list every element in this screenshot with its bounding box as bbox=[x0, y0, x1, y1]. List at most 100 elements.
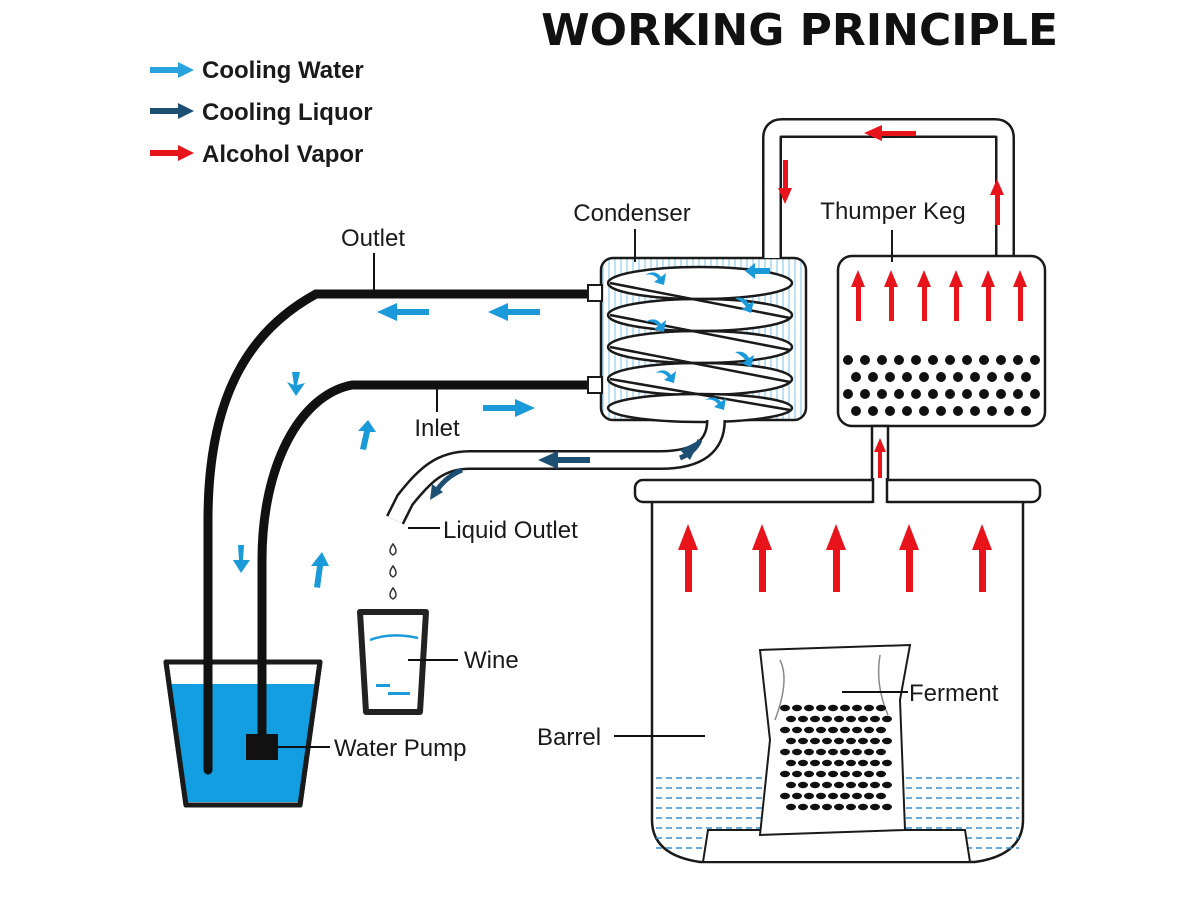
ferment-grain bbox=[858, 781, 868, 789]
ferment-label: Ferment bbox=[909, 680, 999, 707]
ferment-grain bbox=[876, 726, 886, 734]
keg-bead bbox=[970, 406, 980, 416]
ferment-grain bbox=[852, 792, 862, 800]
ferment-grain bbox=[876, 704, 886, 712]
ferment-grain bbox=[864, 748, 874, 756]
ferment-grain bbox=[804, 704, 814, 712]
ferment-grain bbox=[786, 759, 796, 767]
legend-label: Alcohol Vapor bbox=[202, 141, 363, 168]
ferment-grain bbox=[828, 792, 838, 800]
ferment-grain bbox=[876, 748, 886, 756]
keg-bead bbox=[894, 355, 904, 365]
ferment-grain bbox=[870, 781, 880, 789]
ferment-grain bbox=[804, 748, 814, 756]
keg-bead bbox=[953, 372, 963, 382]
ferment-grain bbox=[810, 715, 820, 723]
ferment-grain bbox=[810, 759, 820, 767]
keg-bead bbox=[919, 406, 929, 416]
ferment-grain bbox=[882, 759, 892, 767]
right-arrow-icon bbox=[150, 145, 194, 161]
right-arrow-icon bbox=[150, 103, 194, 119]
keg-bead bbox=[962, 355, 972, 365]
ferment-grain bbox=[816, 726, 826, 734]
thumper-keg-label: Thumper Keg bbox=[820, 198, 965, 225]
keg-bead bbox=[1013, 355, 1023, 365]
inlet-label: Inlet bbox=[414, 415, 460, 442]
barrel-label: Barrel bbox=[537, 724, 601, 751]
keg-bead bbox=[860, 355, 870, 365]
water-drop-icon bbox=[389, 542, 397, 600]
ferment-grain bbox=[822, 803, 832, 811]
ferment-grain bbox=[840, 704, 850, 712]
ferment-grain bbox=[792, 748, 802, 756]
water-arrow-up bbox=[311, 552, 329, 588]
diagram-title: WORKING PRINCIPLE bbox=[541, 5, 1058, 56]
ferment-grain bbox=[804, 770, 814, 778]
ferment-grain bbox=[834, 781, 844, 789]
ferment-grain bbox=[798, 715, 808, 723]
ferment-grain bbox=[834, 803, 844, 811]
keg-bead bbox=[885, 372, 895, 382]
cooling-water-arrows bbox=[233, 303, 540, 588]
legend-label: Cooling Water bbox=[202, 57, 364, 84]
ferment-grain bbox=[816, 748, 826, 756]
ferment-grain bbox=[780, 748, 790, 756]
ferment-grain bbox=[840, 792, 850, 800]
keg-bead bbox=[945, 355, 955, 365]
keg-bead bbox=[868, 406, 878, 416]
water-pump-label: Water Pump bbox=[334, 735, 466, 762]
vapor-pipe bbox=[762, 118, 1015, 258]
keg-bead bbox=[1030, 355, 1040, 365]
ferment-grain bbox=[882, 737, 892, 745]
keg-bead bbox=[894, 389, 904, 399]
ferment-grain bbox=[870, 737, 880, 745]
ferment-grain bbox=[882, 781, 892, 789]
ferment-grain bbox=[816, 770, 826, 778]
ferment-grain bbox=[852, 770, 862, 778]
ferment-grain bbox=[846, 759, 856, 767]
ferment-grain bbox=[864, 726, 874, 734]
ferment-grain bbox=[780, 726, 790, 734]
keg-bead bbox=[928, 355, 938, 365]
ferment-grain bbox=[846, 803, 856, 811]
keg-bead bbox=[1013, 389, 1023, 399]
keg-bead bbox=[987, 406, 997, 416]
ferment-grain bbox=[846, 715, 856, 723]
keg-bead bbox=[1030, 389, 1040, 399]
ferment-grain bbox=[864, 704, 874, 712]
ferment-grain bbox=[822, 737, 832, 745]
ferment-grain bbox=[792, 704, 802, 712]
ferment-grain bbox=[792, 792, 802, 800]
keg-bead bbox=[962, 389, 972, 399]
keg-bead bbox=[851, 406, 861, 416]
keg-bead bbox=[970, 372, 980, 382]
ferment-grain bbox=[816, 792, 826, 800]
ferment-grain bbox=[804, 726, 814, 734]
outlet-hose bbox=[203, 289, 595, 775]
ferment-grain bbox=[798, 781, 808, 789]
keg-bead bbox=[885, 406, 895, 416]
ferment-grain bbox=[864, 792, 874, 800]
keg-bead bbox=[936, 372, 946, 382]
ferment-grain bbox=[786, 803, 796, 811]
water-arrow-up bbox=[358, 420, 376, 450]
ferment-grain bbox=[816, 704, 826, 712]
keg-bead bbox=[979, 389, 989, 399]
legend-label: Cooling Liquor bbox=[202, 99, 373, 126]
keg-bead bbox=[996, 389, 1006, 399]
ferment-grain bbox=[828, 726, 838, 734]
keg-bead bbox=[860, 389, 870, 399]
right-arrow-icon bbox=[150, 62, 194, 78]
condenser-label: Condenser bbox=[573, 200, 690, 227]
wine-label: Wine bbox=[464, 647, 519, 674]
ferment-grain bbox=[828, 748, 838, 756]
ferment-grain bbox=[852, 726, 862, 734]
ferment-grain bbox=[798, 759, 808, 767]
water-arrow-down bbox=[287, 372, 305, 396]
keg-bead bbox=[1021, 372, 1031, 382]
keg-bead bbox=[1021, 406, 1031, 416]
legend-item-alcohol-vapor: Alcohol Vapor bbox=[150, 141, 363, 168]
ferment-grain bbox=[786, 715, 796, 723]
inlet-hose bbox=[257, 380, 595, 750]
